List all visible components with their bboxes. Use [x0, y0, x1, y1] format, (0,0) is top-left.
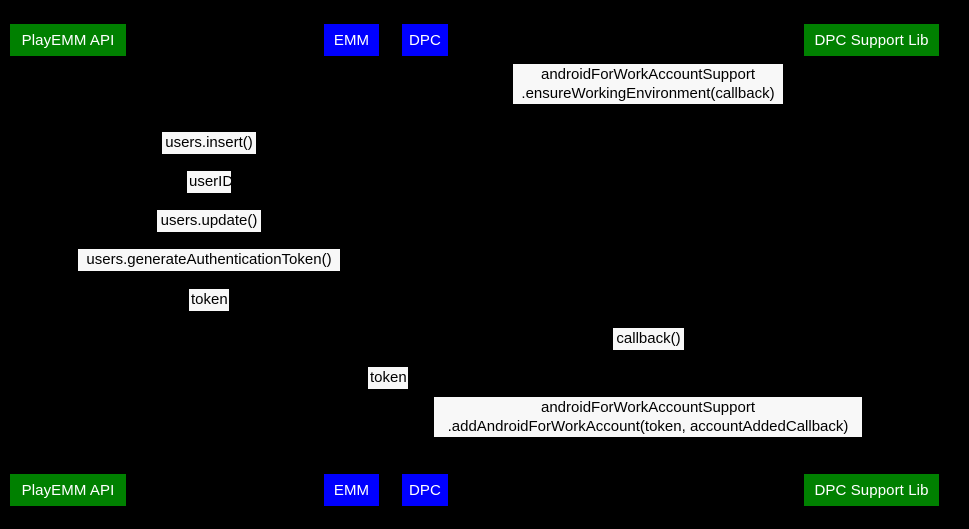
- message-line: users.update(): [160, 212, 258, 229]
- participant-label: DPC Support Lib: [814, 481, 929, 499]
- participant-label: DPC: [409, 481, 441, 499]
- message-line: androidForWorkAccountSupport: [541, 66, 755, 83]
- participant-label: EMM: [333, 31, 370, 49]
- participant-playemm-bottom[interactable]: PlayEMM API: [10, 474, 126, 506]
- participant-label: DPC Support Lib: [814, 31, 929, 49]
- message-line: .addAndroidForWorkAccount(token, account…: [447, 418, 849, 435]
- message-line: callback(): [616, 330, 681, 347]
- message-label-m3: userID: [187, 171, 234, 193]
- message-label-m9: androidForWorkAccountSupport .addAndroidF…: [434, 397, 862, 437]
- participant-emm-top[interactable]: EMM: [324, 24, 379, 56]
- message-line: userID: [189, 173, 234, 190]
- participant-dpcsupportlib-top[interactable]: DPC Support Lib: [804, 24, 939, 56]
- message-label-m7: callback(): [613, 328, 684, 350]
- participant-dpcsupportlib-bottom[interactable]: DPC Support Lib: [804, 474, 939, 506]
- message-line: androidForWorkAccountSupport: [541, 399, 755, 416]
- message-label-m8: token: [368, 367, 408, 389]
- message-line: token: [191, 291, 228, 308]
- message-label-m5: users.generateAuthenticationToken(): [78, 249, 340, 271]
- participant-label: EMM: [333, 481, 370, 499]
- message-label-m1: androidForWorkAccountSupport .ensureWorki…: [513, 64, 783, 104]
- message-label-m6: token: [189, 289, 229, 311]
- participant-dpc-top[interactable]: DPC: [402, 24, 448, 56]
- message-line: token: [370, 369, 407, 386]
- participant-label: PlayEMM API: [21, 481, 115, 499]
- message-line: users.generateAuthenticationToken(): [86, 251, 332, 268]
- participant-playemm-top[interactable]: PlayEMM API: [10, 24, 126, 56]
- message-line: users.insert(): [165, 134, 253, 151]
- participant-dpc-bottom[interactable]: DPC: [402, 474, 448, 506]
- message-label-m2: users.insert(): [162, 132, 256, 154]
- participant-label: DPC: [409, 31, 441, 49]
- message-label-m4: users.update(): [157, 210, 261, 232]
- participant-label: PlayEMM API: [21, 31, 115, 49]
- participant-emm-bottom[interactable]: EMM: [324, 474, 379, 506]
- message-line: .ensureWorkingEnvironment(callback): [521, 85, 775, 102]
